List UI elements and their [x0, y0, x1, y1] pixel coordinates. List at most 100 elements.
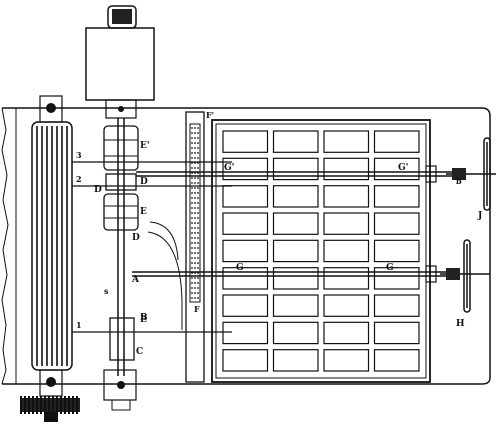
rack-tooth: [197, 257, 199, 259]
rack-tooth: [197, 142, 199, 144]
label-s: s: [104, 286, 109, 296]
handwheel-j: [446, 137, 496, 211]
label-e-upper: E': [140, 141, 150, 151]
gear-tooth: [28, 396, 30, 414]
label-2: 2: [76, 174, 82, 184]
rack-tooth: [194, 257, 196, 259]
rack-tooth: [194, 192, 196, 194]
rack-tooth: [191, 142, 193, 144]
type-case-cell: [272, 212, 319, 235]
rack-tooth: [197, 242, 199, 244]
gear-tooth: [72, 396, 74, 414]
type-case-cell: [222, 349, 269, 372]
rack-tooth: [197, 167, 199, 169]
rack-tooth: [191, 242, 193, 244]
rack-tooth: [191, 252, 193, 254]
label-g-upper-left: G': [224, 163, 234, 173]
type-case-cell: [272, 157, 319, 181]
label-3: 3: [76, 150, 82, 160]
type-case-cell: [323, 321, 370, 345]
label-d-lower: D: [132, 233, 140, 243]
feed-roller: [31, 95, 73, 397]
rack-tooth: [191, 292, 193, 294]
label-g-upper-right: G': [398, 163, 408, 173]
rack-tooth: [191, 217, 193, 219]
type-case-cell: [373, 239, 420, 263]
rack-tooth: [197, 152, 199, 154]
rack-tooth: [197, 147, 199, 149]
rack-tooth: [191, 222, 193, 224]
label-h: H: [456, 319, 465, 329]
rack-tooth: [191, 257, 193, 259]
rack-tooth: [191, 297, 193, 299]
rack-tooth: [194, 292, 196, 294]
type-case-cell: [272, 294, 319, 317]
shaft-pulleys: [103, 125, 139, 411]
label-d-upper: D: [94, 185, 102, 195]
gear-tooth: [68, 396, 70, 414]
rack-tooth: [194, 247, 196, 249]
rack-tooth: [197, 202, 199, 204]
label-1: 1: [76, 320, 82, 330]
rack-tooth: [197, 227, 199, 229]
label-g-lower-left: G: [236, 263, 244, 273]
label-d-mid: D: [140, 177, 148, 187]
rack-tooth: [197, 292, 199, 294]
rack-tooth: [194, 147, 196, 149]
type-case-cell: [323, 130, 370, 153]
rack-tooth: [191, 182, 193, 184]
rack-tooth: [191, 287, 193, 289]
label-e-lower: E: [140, 315, 147, 325]
type-case-cell: [373, 212, 420, 235]
gear-tooth: [48, 396, 50, 414]
label-f-bottom: F: [194, 304, 200, 314]
rack-tooth: [197, 217, 199, 219]
gear-tooth: [52, 396, 54, 414]
table-bed: [1, 107, 491, 385]
label-a: A: [131, 275, 140, 285]
horizontal-rods: [72, 161, 232, 333]
gear-tooth: [56, 396, 58, 414]
handwheel-h: [440, 239, 490, 313]
type-case-cell: [222, 185, 269, 208]
rack-tooth: [191, 152, 193, 154]
rack-tooth: [197, 212, 199, 214]
rack-tooth: [194, 177, 196, 179]
rack-tooth: [197, 297, 199, 299]
rack-tooth: [191, 197, 193, 199]
rack-tooth: [191, 227, 193, 229]
gear-tooth: [60, 396, 62, 414]
rack-tooth: [191, 232, 193, 234]
type-case-cell: [373, 294, 420, 317]
type-case-cell: [323, 185, 370, 208]
rack-tooth: [194, 202, 196, 204]
rack-tooth: [194, 252, 196, 254]
type-case-cell: [222, 130, 269, 153]
rack-tooth: [194, 137, 196, 139]
type-case-cell: [222, 212, 269, 235]
label-c: C: [136, 347, 143, 357]
type-case-cell: [373, 267, 420, 290]
rack-tooth: [194, 207, 196, 209]
rack-tooth: [197, 177, 199, 179]
rack-tooth: [197, 162, 199, 164]
rack-tooth: [197, 247, 199, 249]
gear-tooth: [76, 396, 78, 414]
rack-tooth: [194, 282, 196, 284]
rack-tooth: [197, 187, 199, 189]
rack-tooth: [191, 147, 193, 149]
feed-rods: [132, 165, 460, 283]
rack-tooth: [197, 207, 199, 209]
type-case-cell: [323, 157, 370, 181]
rack-tooth: [191, 267, 193, 269]
rack-tooth: [197, 127, 199, 129]
rack-tooth: [191, 167, 193, 169]
rack-tooth: [194, 262, 196, 264]
label-b: B: [140, 313, 148, 323]
rack-tooth: [197, 277, 199, 279]
label-e-mid: E: [140, 207, 147, 217]
rack-tooth: [194, 232, 196, 234]
rack-tooth: [194, 287, 196, 289]
